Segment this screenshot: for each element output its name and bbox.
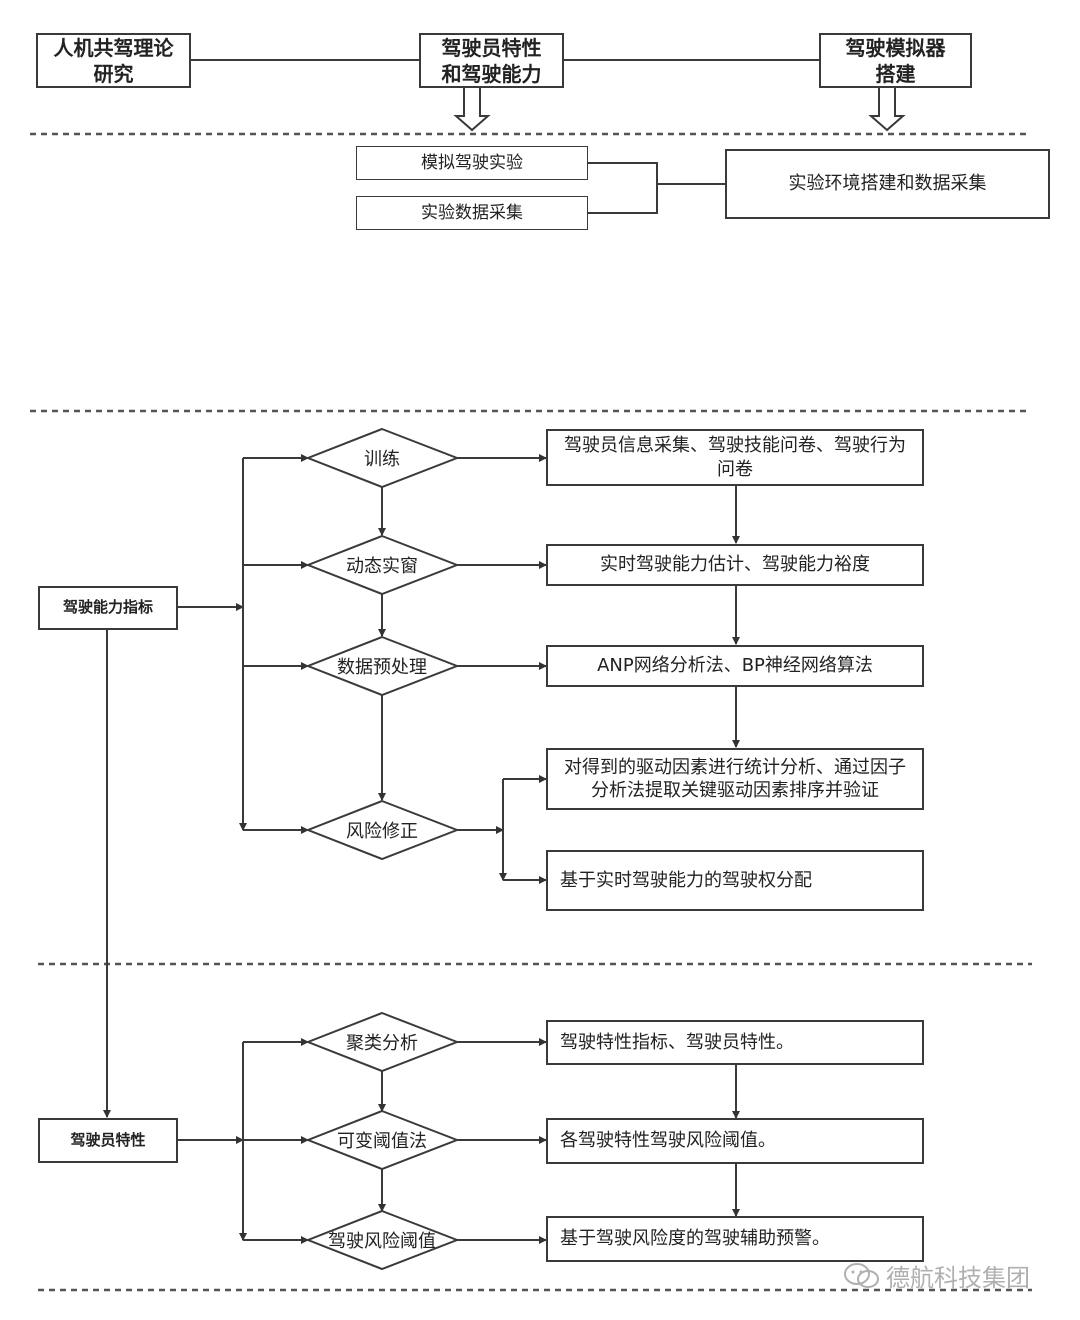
box-result-anp-bp: ANP网络分析法、BP神经网络算法 [546, 645, 924, 687]
box-result-assist-warning: 基于驾驶风险度的驾驶辅助预警。 [546, 1216, 924, 1262]
box-result-factor-analysis: 对得到的驱动因素进行统计分析、通过因子分析法提取关键驱动因素排序并验证 [546, 748, 924, 810]
decision-train [305, 427, 460, 489]
decision-cluster [305, 1011, 460, 1073]
wechat-icon [844, 1262, 879, 1288]
decision-cluster-label: 聚类分析 [346, 1033, 418, 1054]
box-sim-driving-experiment: 模拟驾驶实验 [356, 146, 588, 180]
box-result-trait-index: 驾驶特性指标、驾驶员特性。 [546, 1020, 924, 1065]
decision-threshold [305, 1109, 460, 1171]
box-experiment-data-collect: 实验数据采集 [356, 196, 588, 230]
hollow-arrow-1 [453, 88, 491, 132]
watermark: 德航科技集团 [842, 1258, 1030, 1293]
decision-risk-label: 风险修正 [346, 821, 418, 842]
decision-dynamic [305, 534, 460, 596]
hollow-arrow-2 [868, 88, 906, 132]
watermark-text: 德航科技集团 [886, 1264, 1030, 1292]
decision-train-label: 训练 [364, 449, 400, 470]
decision-risk-threshold-label: 驾驶风险阈值 [328, 1231, 436, 1252]
decision-dynamic-label: 动态实窗 [346, 556, 418, 577]
box-env-build-data-collect: 实验环境搭建和数据采集 [725, 149, 1050, 219]
connector-experiment-bracket [588, 162, 658, 214]
decision-preprocess [305, 635, 460, 697]
decision-risk-threshold [305, 1209, 460, 1271]
decision-threshold-label: 可变阈值法 [337, 1131, 427, 1152]
box-human-machine-theory: 人机共驾理论 研究 [36, 33, 191, 88]
box-driver-traits: 驾驶员特性 [38, 1118, 178, 1163]
box-result-realtime-ability: 实时驾驶能力估计、驾驶能力裕度 [546, 544, 924, 586]
decision-preprocess-label: 数据预处理 [337, 657, 427, 678]
box-result-risk-threshold: 各驾驶特性驾驶风险阈值。 [546, 1118, 924, 1164]
box-result-control-allocation: 基于实时驾驶能力的驾驶权分配 [546, 850, 924, 911]
box-simulator-build: 驾驶模拟器 搭建 [819, 33, 972, 88]
box-driving-ability-index: 驾驶能力指标 [38, 586, 178, 630]
box-driver-traits-ability: 驾驶员特性 和驾驶能力 [419, 33, 564, 88]
decision-risk [305, 799, 460, 861]
box-result-info-collect: 驾驶员信息采集、驾驶技能问卷、驾驶行为问卷 [546, 429, 924, 486]
